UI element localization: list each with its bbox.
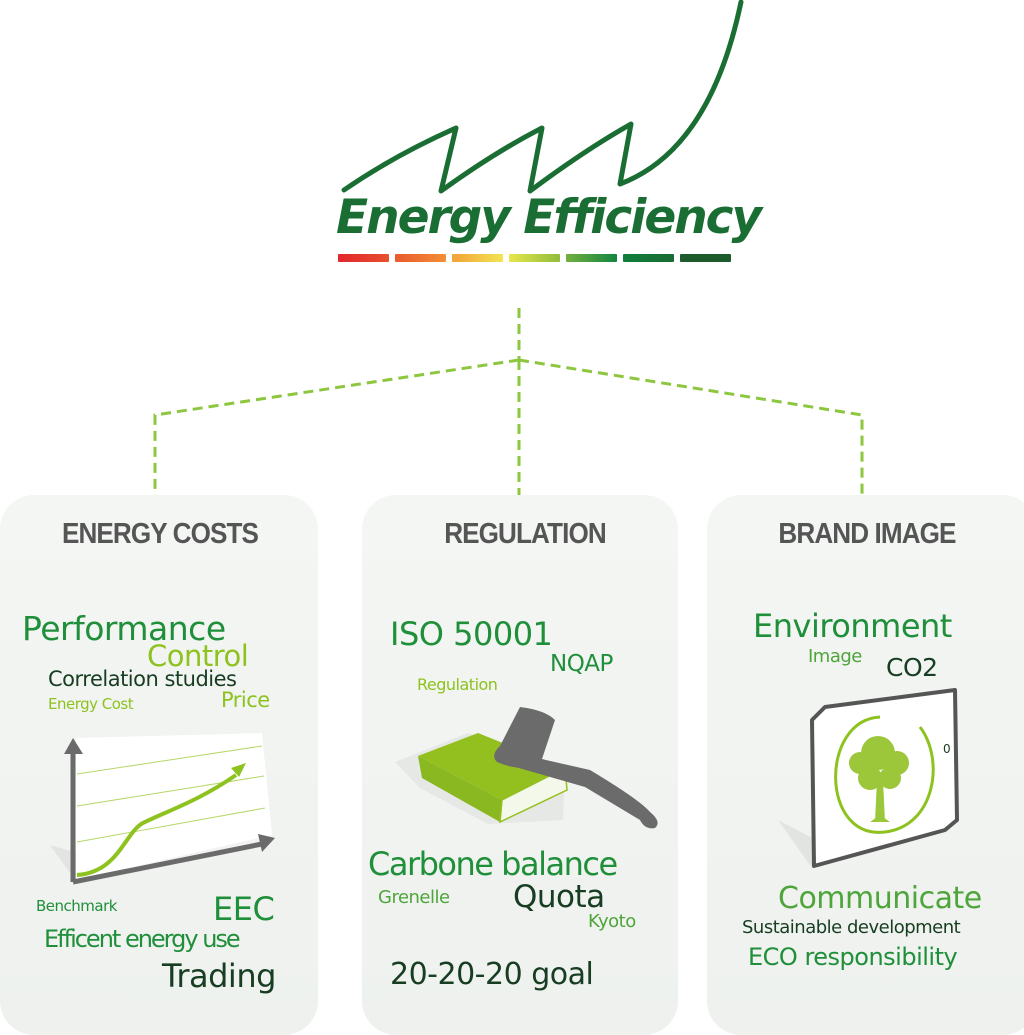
word: Performance xyxy=(22,609,226,648)
word: ECO responsibility xyxy=(748,943,958,971)
scale-bar xyxy=(509,254,560,262)
panel-title: ENERGY COSTS xyxy=(61,518,259,550)
scale-bar xyxy=(680,254,731,262)
word: Carbone balance xyxy=(368,845,618,883)
word: Control xyxy=(147,639,249,673)
word: Grenelle xyxy=(378,887,450,908)
scale-bar xyxy=(395,254,446,262)
scale-bar xyxy=(623,254,674,262)
word: Benchmark xyxy=(36,897,117,915)
scale-bar xyxy=(338,254,389,262)
connector-lines xyxy=(153,308,864,495)
panel-title: REGULATION xyxy=(444,518,607,550)
word: Environment xyxy=(753,607,952,645)
word: NQAP xyxy=(550,651,613,677)
word: Price xyxy=(221,688,270,712)
word: Trading xyxy=(162,957,276,995)
sign-mark: 0 xyxy=(943,742,951,756)
word: Kyoto xyxy=(588,911,636,932)
word: Regulation xyxy=(417,675,498,694)
word: EEC xyxy=(213,890,275,928)
word: CO2 xyxy=(886,653,938,682)
logo-swoosh-icon xyxy=(341,0,744,194)
scale-bar xyxy=(566,254,617,262)
word: Energy Cost xyxy=(48,695,134,713)
word: Correlation studies xyxy=(48,667,237,691)
word: 20-20-20 goal xyxy=(390,957,594,992)
word: Quota xyxy=(513,879,605,915)
word: Efficent energy use xyxy=(44,925,241,953)
word: Image xyxy=(808,646,862,667)
word: Sustainable development xyxy=(742,917,961,938)
word: ISO 50001 xyxy=(390,615,553,653)
scale-bar xyxy=(452,254,503,262)
panel-title: BRAND IMAGE xyxy=(778,518,956,550)
logo-title: Energy Efficiency xyxy=(336,190,762,245)
word: Communicate xyxy=(778,881,982,916)
